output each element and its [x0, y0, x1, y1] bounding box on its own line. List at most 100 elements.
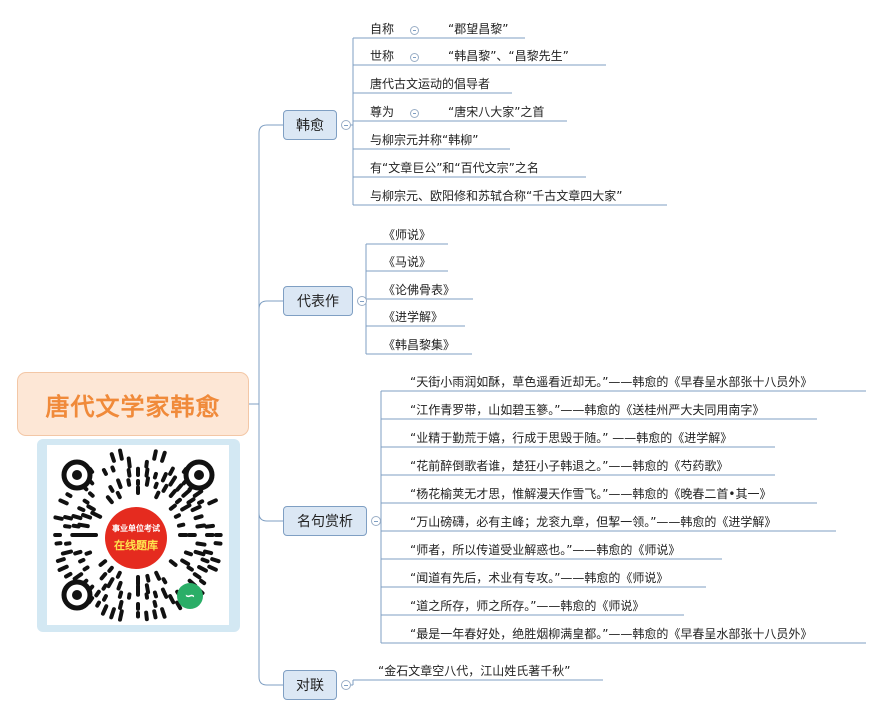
qr-module	[144, 610, 149, 622]
qr-module	[152, 471, 158, 480]
branch-topic-3[interactable]: 对联	[283, 670, 337, 700]
qr-module	[180, 558, 191, 566]
root-title: 唐代文学家韩愈	[45, 392, 221, 421]
qr-module	[84, 550, 93, 556]
qr-badge-line1: 事业单位考试	[112, 524, 160, 533]
qr-module	[115, 570, 122, 579]
qr-module	[160, 607, 167, 619]
branch-label: 对联	[296, 678, 324, 694]
collapse-toggle-icon[interactable]	[371, 516, 381, 526]
leaf-2-2[interactable]: “业精于勤荒于嬉，行成于思毁于随。” ——韩愈的《进学解》	[410, 431, 733, 445]
qr-module	[109, 607, 116, 620]
leaf-2-1[interactable]: “江作青罗带，山如碧玉篸。”——韩愈的《送桂州严大夫同用南字》	[410, 403, 765, 417]
sub-collapse-icon[interactable]	[410, 53, 419, 62]
collapse-toggle-icon[interactable]	[341, 120, 351, 130]
qr-module	[210, 557, 221, 564]
qr-module	[213, 541, 223, 546]
branch-topic-0[interactable]: 韩愈	[283, 110, 337, 140]
qr-module	[102, 594, 108, 602]
qr-module	[94, 589, 101, 598]
leaf-1-4[interactable]: 《韩昌黎集》	[383, 338, 456, 352]
leaf-1-2[interactable]: 《论佛骨表》	[383, 283, 456, 297]
branch-label: 名句赏析	[297, 514, 353, 530]
leaf-3-0[interactable]: “金石文章空八代，江山姓氏著千秋”	[378, 664, 571, 678]
qr-module	[116, 580, 123, 591]
qr-module	[190, 504, 202, 513]
qr-module	[145, 573, 151, 583]
branch-topic-1[interactable]: 代表作	[283, 286, 353, 316]
qr-module	[161, 483, 169, 493]
qr-module	[63, 524, 72, 529]
branch-connector	[258, 512, 283, 522]
qr-module	[86, 504, 96, 512]
leaf-2-0[interactable]: “天街小雨润如酥，草色遥看近却无。”——韩愈的《早春呈水部张十八员外》	[410, 375, 813, 389]
qr-module	[95, 600, 101, 608]
leaf-2-3[interactable]: “花前醉倒歌者谁，楚狂小子韩退之。”——韩愈的《芍药歌》	[410, 459, 729, 473]
qr-module	[98, 559, 108, 567]
qr-finder-center	[72, 590, 82, 600]
leaf-0-5[interactable]: 有“文章巨公”和“百代文宗”之名	[370, 161, 539, 175]
qr-module	[152, 590, 158, 599]
leaf-2-5[interactable]: “万山磅礴，必有主峰；龙衮九章，但挈一领。”——韩愈的《进学解》	[410, 515, 777, 529]
branch-label: 代表作	[297, 294, 339, 310]
root-topic[interactable]: 唐代文学家韩愈	[17, 372, 249, 436]
qr-module	[186, 497, 196, 505]
qr-module	[144, 459, 149, 469]
sub-collapse-icon[interactable]	[410, 109, 419, 118]
branch-topic-2[interactable]: 名句赏析	[283, 506, 367, 536]
leaf-0-2[interactable]: 唐代古文运动的倡导者	[370, 77, 491, 91]
leaf-0-0[interactable]: 自称	[370, 22, 395, 36]
qr-module	[71, 523, 81, 529]
qr-module	[126, 478, 132, 487]
leaf-1-3[interactable]: 《进学解》	[383, 310, 444, 324]
qr-module	[77, 506, 86, 513]
qr-module	[193, 514, 204, 521]
leaf-0-3[interactable]: 尊为	[370, 105, 395, 119]
qr-module	[90, 510, 103, 519]
qr-module	[199, 578, 207, 586]
branch-label: 韩愈	[296, 118, 324, 134]
qr-module	[126, 468, 132, 478]
leaf-2-8[interactable]: “道之所存，师之所存。”——韩愈的《师说》	[410, 599, 645, 613]
leaf-value-0-3[interactable]: “唐宋八大家”之首	[448, 105, 545, 119]
collapse-toggle-icon[interactable]	[357, 296, 367, 306]
leaf-2-4[interactable]: “杨花榆荚无才思，惟解漫天作雪飞。”——韩愈的《晚春二首•其一》	[410, 487, 772, 501]
qr-module	[118, 609, 124, 622]
qr-module	[81, 512, 93, 520]
qr-module	[154, 490, 161, 500]
qr-module	[105, 495, 114, 505]
leaf-0-6[interactable]: 与柳宗元、欧阳修和苏轼合称“千古文章四大家”	[370, 189, 623, 203]
qr-badge: 事业单位考试 在线题库	[105, 507, 167, 569]
leaf-value-0-0[interactable]: “郡望昌黎”	[448, 22, 509, 36]
qr-module	[100, 604, 109, 616]
qr-module	[118, 599, 124, 610]
collapse-toggle-icon[interactable]	[341, 680, 351, 690]
sub-collapse-icon[interactable]	[410, 26, 419, 35]
qr-module	[101, 468, 108, 476]
leaf-2-9[interactable]: “最是一年春好处，绝胜烟柳满皇都。”——韩愈的《早春呈水部张十八员外》	[410, 627, 813, 641]
qr-module	[202, 549, 214, 556]
qr-module	[64, 572, 73, 579]
qr-module	[53, 515, 64, 521]
leaf-0-4[interactable]: 与柳宗元并称“韩柳”	[370, 133, 479, 147]
leaf-1-0[interactable]: 《师说》	[383, 228, 432, 242]
qr-module	[180, 503, 192, 512]
qr-module	[82, 498, 90, 505]
leaf-1-1[interactable]: 《马说》	[383, 255, 432, 269]
qr-module	[204, 523, 215, 529]
wechat-mini-program-icon: ∽	[177, 583, 203, 609]
qr-module	[207, 564, 218, 572]
qr-module	[78, 557, 86, 564]
qr-module	[168, 594, 176, 605]
qr-module	[183, 550, 194, 557]
qr-code: 事业单位考试 在线题库 ∽	[47, 445, 229, 625]
leaf-value-0-1[interactable]: “韩昌黎”、“昌黎先生”	[448, 49, 569, 63]
qr-code-pattern	[53, 448, 223, 622]
qr-module	[160, 450, 167, 463]
leaf-2-6[interactable]: “师者，所以传道受业解惑也。”——韩愈的《师说》	[410, 543, 681, 557]
leaf-2-7[interactable]: “闻道有先后，术业有专攻。”——韩愈的《师说》	[410, 571, 669, 585]
leaf-0-1[interactable]: 世称	[370, 49, 395, 63]
qr-finder-center	[194, 470, 204, 480]
qr-module	[58, 498, 69, 506]
